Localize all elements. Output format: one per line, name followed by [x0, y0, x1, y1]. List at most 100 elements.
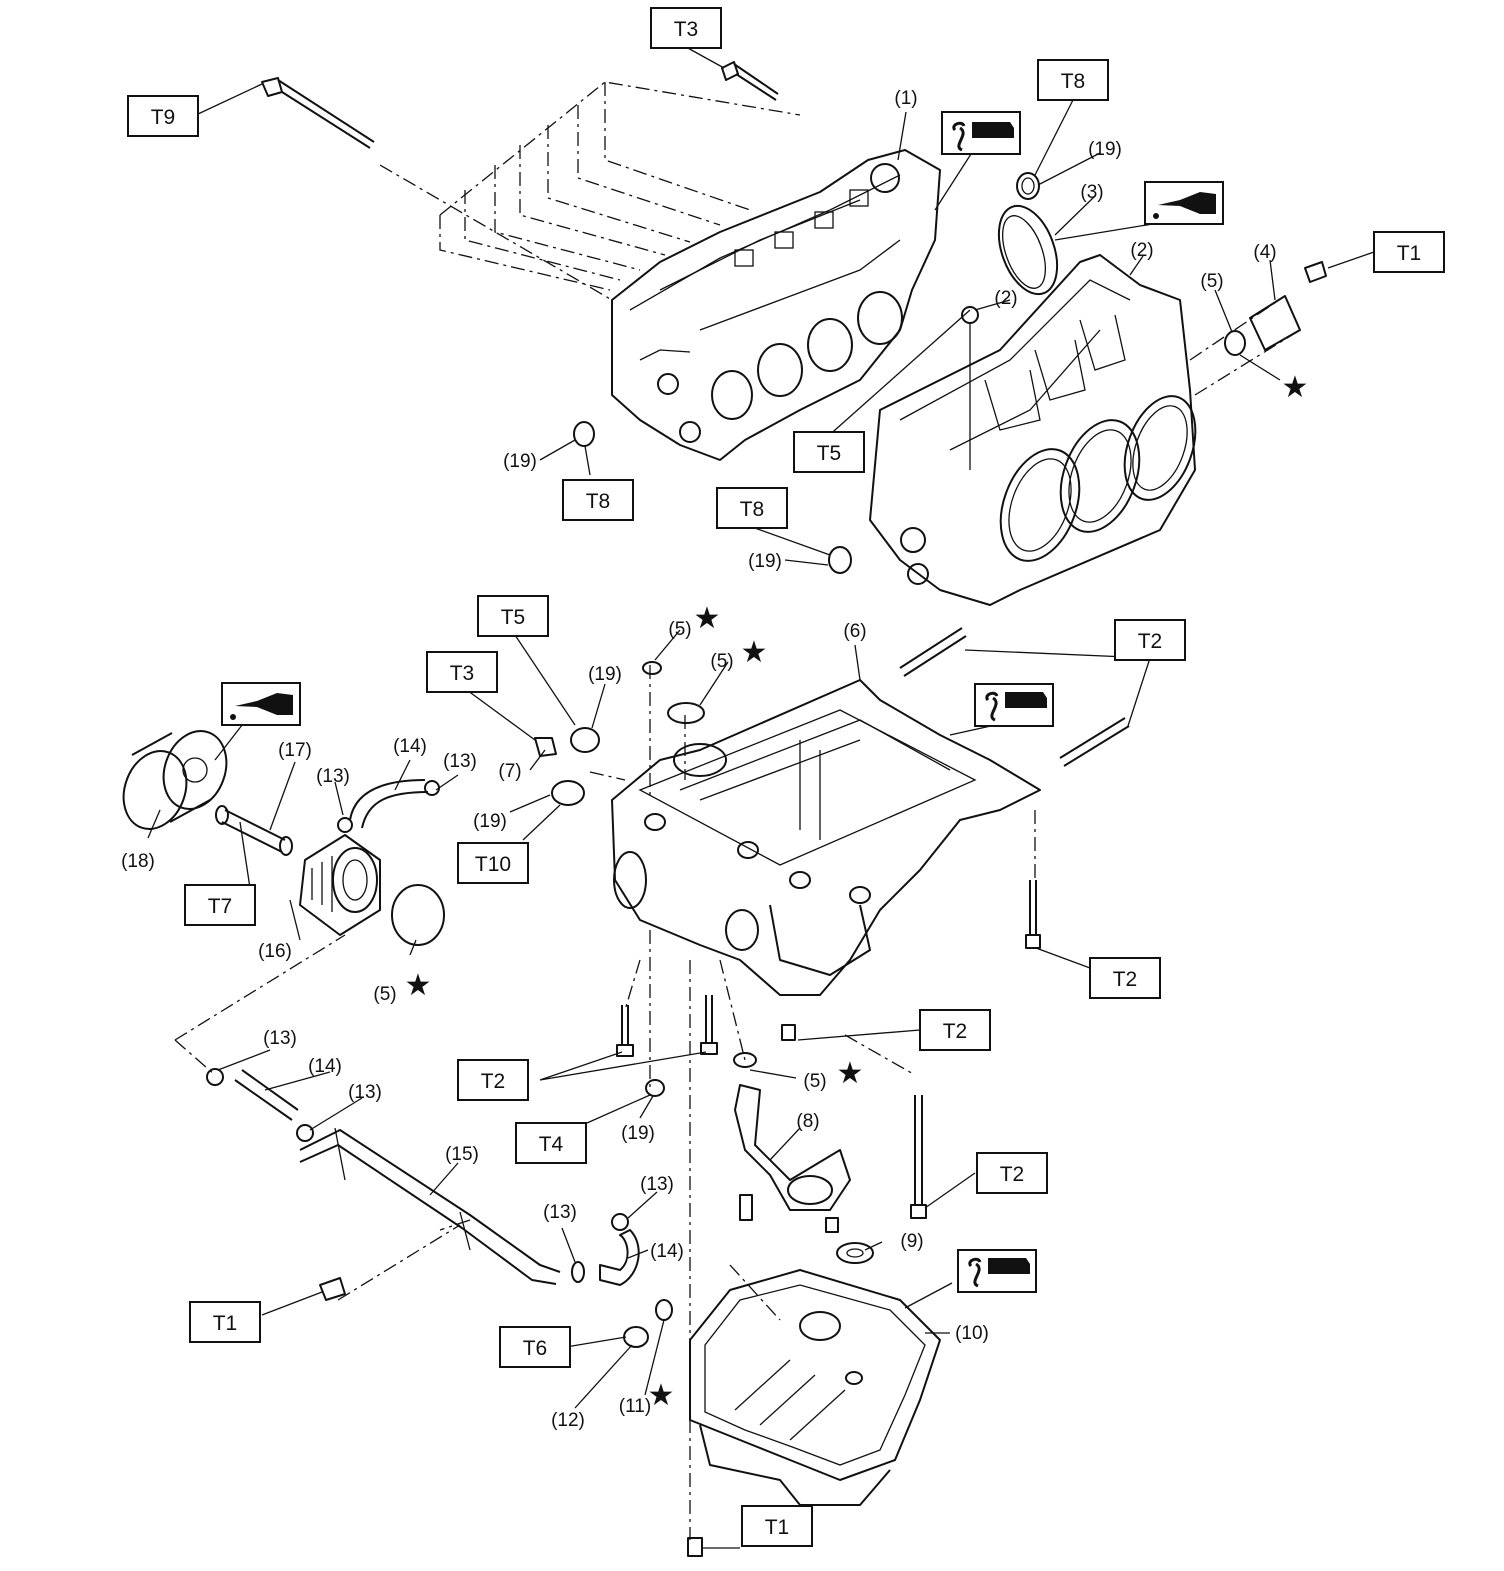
- svg-text:T1: T1: [213, 1312, 238, 1335]
- callout-5: (5): [1200, 271, 1223, 292]
- svg-text:T5: T5: [817, 442, 842, 465]
- o-ring-upper: [1224, 330, 1246, 356]
- svg-text:T6: T6: [523, 1337, 548, 1360]
- bolt-t3-upper: [721, 61, 779, 101]
- callout-5b: (5): [668, 619, 691, 640]
- torque-label-t5-lower: T5: [477, 595, 549, 637]
- torque-label-t2-left: T2: [457, 1059, 529, 1101]
- torque-label-t2-mid: T2: [919, 1009, 991, 1051]
- torque-label-t7: T7: [184, 884, 256, 926]
- o-ring-a: [642, 661, 662, 675]
- oil-pan-lower: [689, 1269, 941, 1506]
- sealant-icon: [974, 683, 1054, 727]
- torque-label-t6: T6: [499, 1326, 571, 1368]
- callout-12: (12): [551, 1410, 585, 1431]
- sealant-icon: [957, 1249, 1037, 1293]
- baffle-washer: [836, 1242, 874, 1264]
- cylinder-block-left: [611, 149, 941, 461]
- sealant-icon: [941, 111, 1021, 155]
- callout-19e: (19): [473, 811, 507, 832]
- callout-11: (11): [619, 1396, 651, 1417]
- alignment-lines-lower: [174, 665, 1036, 1540]
- svg-text:T1: T1: [765, 1516, 790, 1539]
- callout-2b: (2): [994, 288, 1017, 309]
- plug-mid: [828, 546, 852, 574]
- svg-text:T10: T10: [475, 853, 511, 876]
- callout-14c: (14): [650, 1241, 684, 1262]
- torque-label-t5-upper: T5: [793, 431, 865, 473]
- callout-19c: (19): [748, 551, 782, 572]
- drain-gasket: [655, 1299, 673, 1321]
- callout-13c: (13): [263, 1028, 297, 1049]
- star-mark-b: ★: [741, 636, 768, 669]
- torque-label-t2-top: T2: [1114, 619, 1186, 661]
- bolt-t9: [261, 77, 375, 149]
- callout-2: (2): [1130, 240, 1153, 261]
- torque-label-t8-upper: T8: [1037, 59, 1109, 101]
- torque-label-t3-upper: T3: [650, 7, 722, 49]
- torque-label-t4: T4: [515, 1122, 587, 1164]
- callout-17: (17): [278, 740, 312, 761]
- callout-5d: (5): [373, 984, 396, 1005]
- torque-label-t3-lower: T3: [426, 651, 498, 693]
- torque-label-t10: T10: [457, 842, 529, 884]
- part-callouts: (1) (2) (2) (3) (4) (5) (19) (19) (19) (…: [121, 88, 1277, 1431]
- plug-upper-right: [1016, 172, 1040, 200]
- callout-7: (7): [498, 761, 521, 782]
- o-ring-b: [667, 702, 705, 724]
- svg-text:T8: T8: [586, 490, 611, 513]
- oil-strainer: [734, 1084, 851, 1211]
- callout-4: (4): [1253, 242, 1276, 263]
- callout-1: (1): [894, 88, 917, 109]
- callout-9: (9): [900, 1231, 923, 1252]
- star-marks: ★ ★ ★ ★ ★ ★: [405, 371, 1309, 1412]
- svg-text:T2: T2: [1000, 1163, 1025, 1186]
- leader-lines: [147, 46, 1375, 1549]
- svg-text:T4: T4: [539, 1133, 564, 1156]
- svg-text:T3: T3: [674, 18, 699, 41]
- clamp-1: [337, 817, 353, 833]
- alignment-lines-upper: [379, 81, 801, 301]
- svg-text:T8: T8: [740, 498, 765, 521]
- callout-19b: (19): [503, 451, 537, 472]
- oil-can-icon: [221, 682, 301, 726]
- torque-label-t2-right: T2: [1089, 957, 1161, 999]
- service-hole-plate: [1249, 295, 1301, 351]
- svg-text:T8: T8: [1061, 70, 1086, 93]
- callout-19d: (19): [588, 664, 622, 685]
- callout-13d: (13): [348, 1082, 382, 1103]
- o-ring-d: [391, 884, 445, 946]
- plug-t10: [551, 780, 585, 806]
- svg-text:T7: T7: [208, 895, 233, 918]
- torque-label-t1-upper: T1: [1373, 231, 1445, 273]
- clamp-5: [611, 1213, 629, 1231]
- hose-upper: [349, 779, 426, 821]
- o-ring-c: [733, 1052, 757, 1068]
- clamp-6: [571, 1261, 585, 1283]
- stud-bolts: [899, 627, 1130, 767]
- plug-upper-left: [573, 421, 595, 447]
- rear-oil-seal: [997, 204, 1059, 296]
- svg-text:T1: T1: [1397, 242, 1422, 265]
- clamp-4: [296, 1124, 314, 1142]
- star-mark-d: ★: [837, 1057, 864, 1090]
- torque-label-t8-mid: T8: [716, 487, 788, 529]
- star-mark-c: ★: [405, 969, 432, 1002]
- star-mark-upper: ★: [1282, 371, 1309, 404]
- callout-14b: (14): [308, 1056, 342, 1077]
- bolt-group-lower: [319, 880, 1041, 1557]
- svg-text:T9: T9: [151, 106, 176, 129]
- callout-5c: (5): [710, 651, 733, 672]
- oil-cooler-pipe: [299, 1127, 561, 1285]
- svg-text:T2: T2: [1113, 968, 1138, 991]
- oil-pan-upper: [611, 679, 1041, 996]
- svg-text:T2: T2: [943, 1020, 968, 1043]
- svg-text:T2: T2: [1138, 630, 1163, 653]
- callout-15: (15): [445, 1144, 479, 1165]
- torque-label-t1-bottom: T1: [741, 1505, 813, 1547]
- oil-cooler: [299, 834, 381, 936]
- torque-label-t8-left: T8: [562, 479, 634, 521]
- plug-t5: [570, 727, 600, 753]
- star-mark-e: ★: [648, 1379, 675, 1412]
